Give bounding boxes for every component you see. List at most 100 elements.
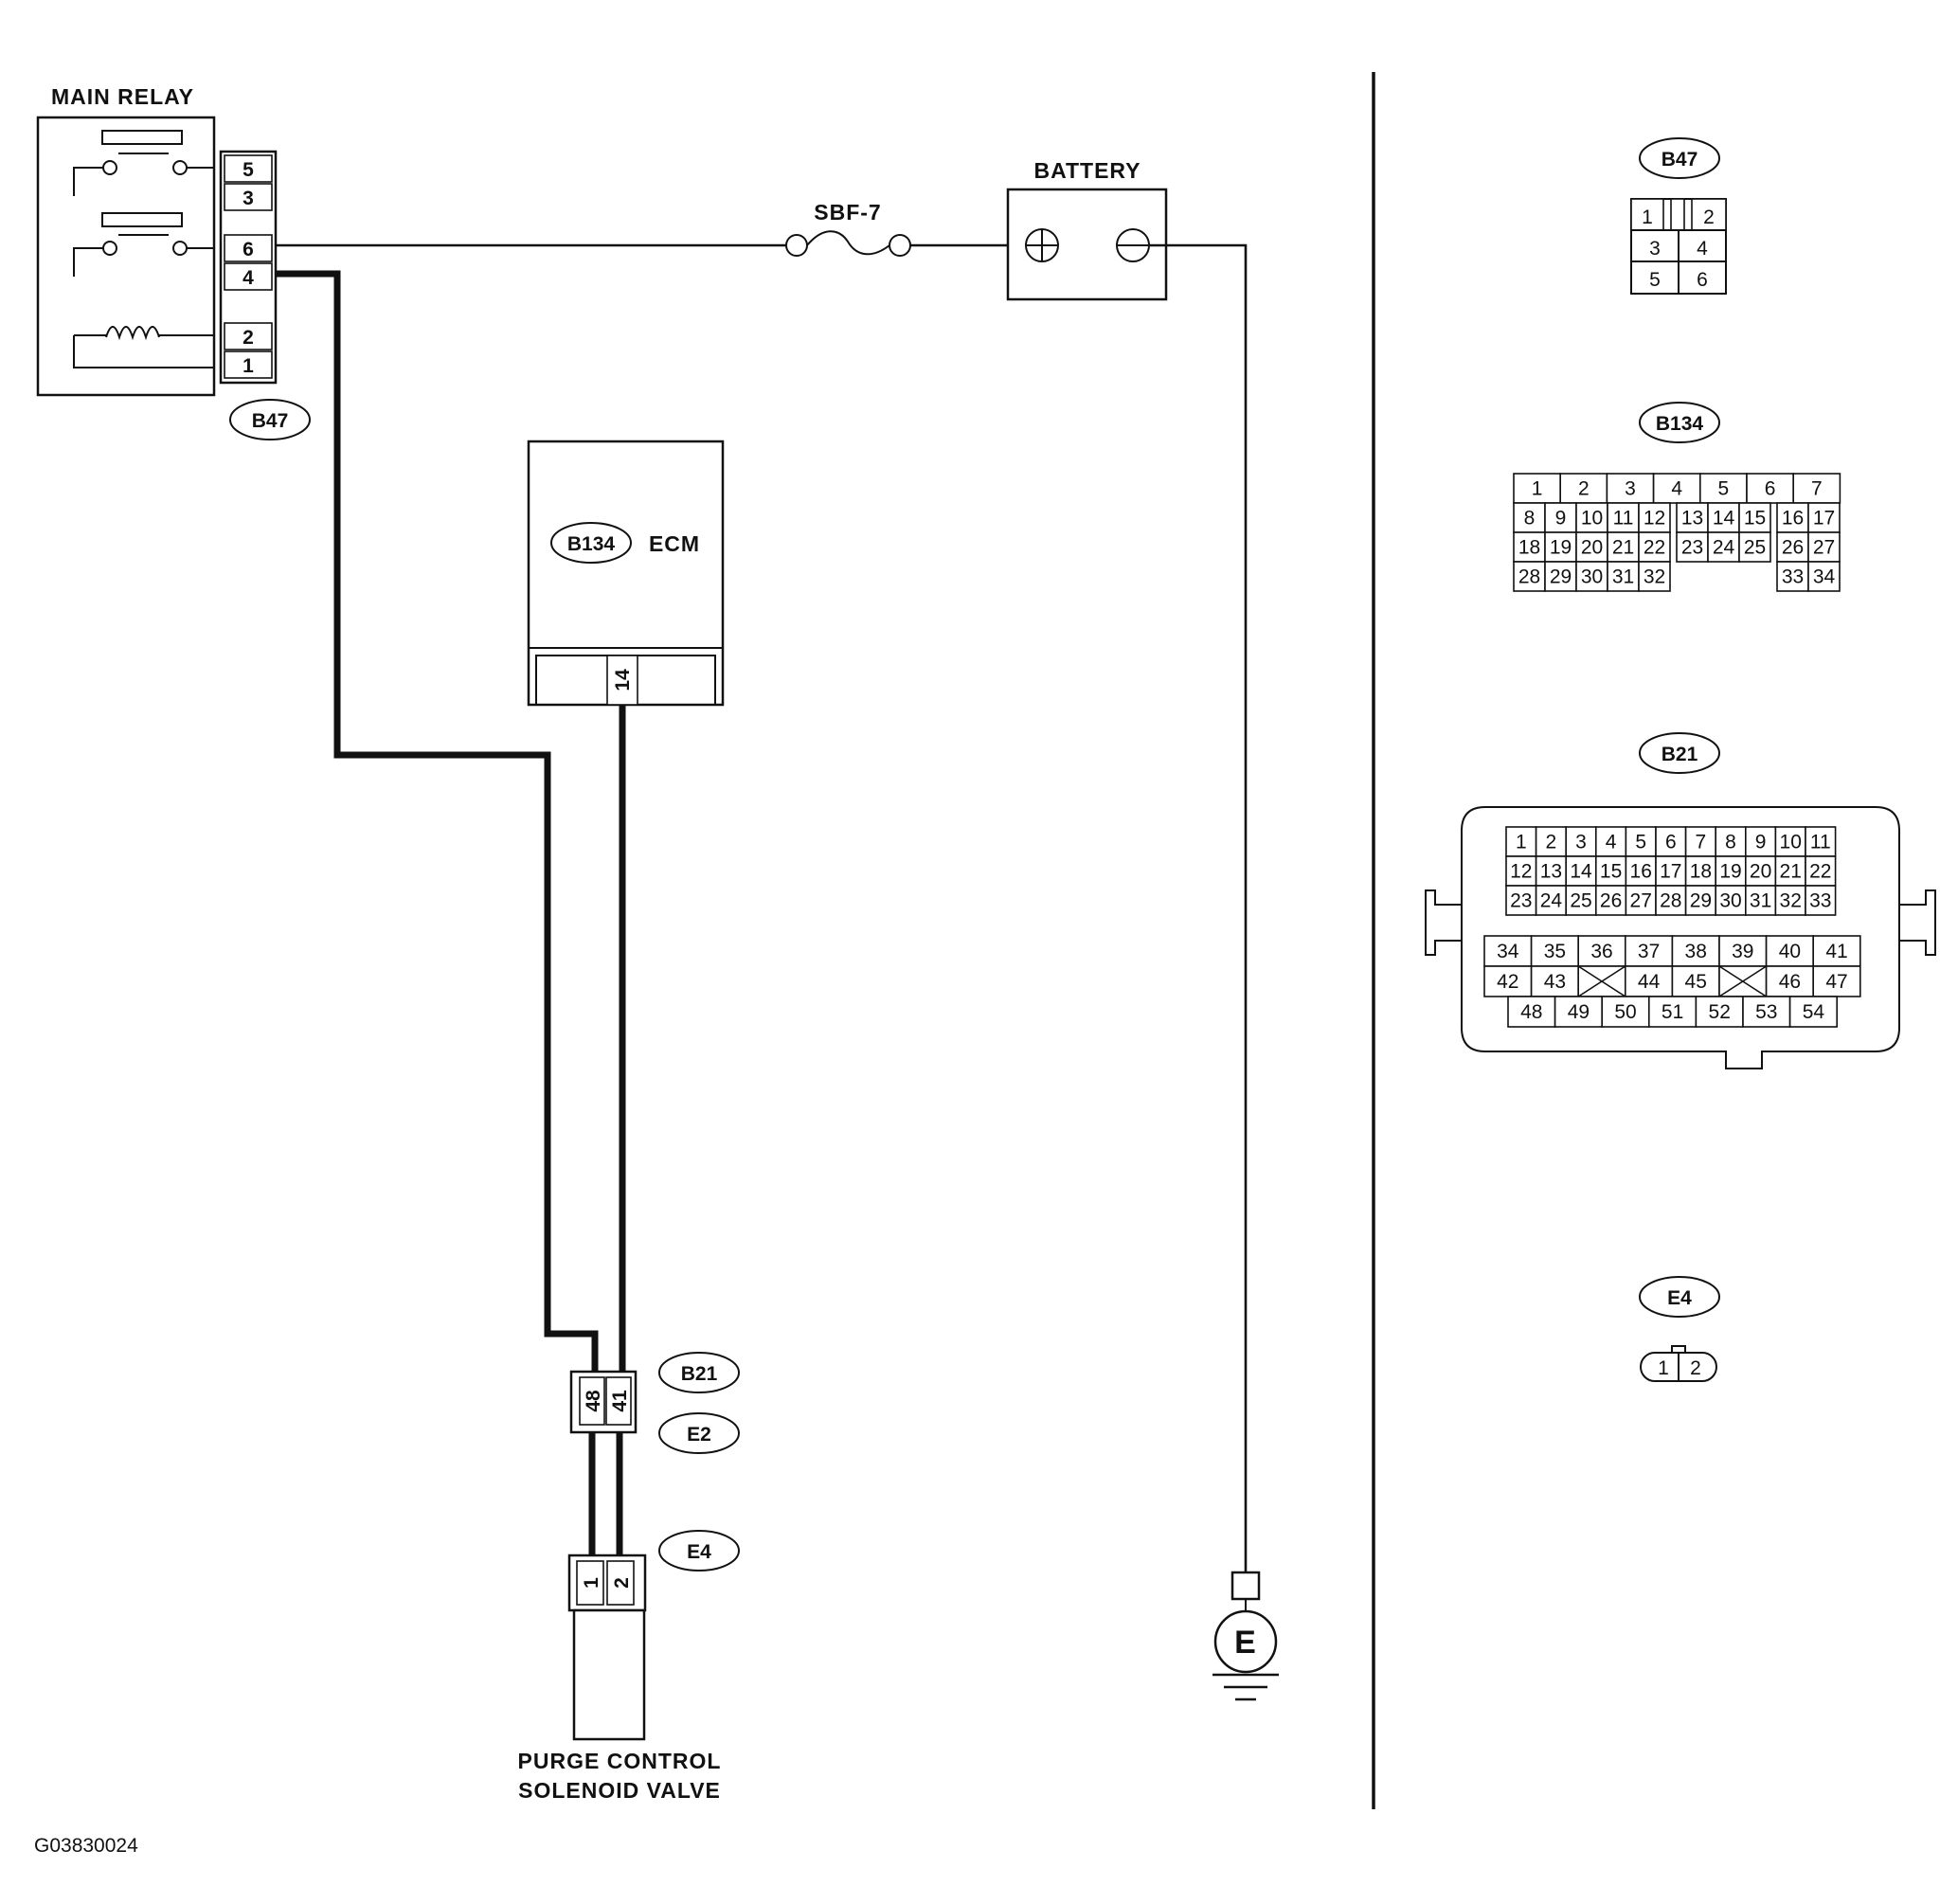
b21-face-pin: 9: [1755, 832, 1767, 853]
e4-pin-1: 1: [581, 1577, 602, 1589]
b21-face-pin: 21: [1780, 861, 1802, 883]
b21-face-pin: 35: [1544, 941, 1566, 962]
b134-face-pin: 18: [1518, 537, 1540, 559]
b47-tag: [229, 399, 311, 440]
b21-face-pin: 44: [1638, 971, 1661, 993]
b21-pin-41: 41: [609, 1390, 631, 1412]
b21-face-cell: [1625, 885, 1657, 916]
b21-face-cell: [1565, 885, 1597, 916]
b134-face-cell: [1776, 561, 1809, 592]
b134-face-pin: 23: [1681, 537, 1703, 559]
e4-pin-2: 2: [611, 1577, 633, 1589]
b21-face-cell: [1671, 935, 1720, 967]
b21-face-pin: 18: [1690, 861, 1712, 883]
ecm-label: ECM: [649, 531, 700, 556]
b21-face-pin: 46: [1779, 971, 1801, 993]
b21-face-pin: 38: [1685, 941, 1707, 962]
b21-face-pin: 28: [1660, 890, 1681, 912]
b21-face-tag: [1639, 732, 1720, 774]
b134-face-cell: [1807, 531, 1841, 563]
b21-face-cell: [1554, 996, 1603, 1028]
b134-face-cell: [1544, 531, 1577, 563]
b21-face-cell: [1742, 996, 1791, 1028]
b21-face-pin: 17: [1660, 861, 1681, 883]
b21-face-pin: 53: [1755, 1001, 1777, 1023]
b21-face-pin: 13: [1540, 861, 1562, 883]
b21-face-pin: 45: [1685, 971, 1707, 993]
b21-face-cell: [1715, 826, 1747, 857]
b47-face-pin: 5: [1649, 269, 1661, 291]
b21-face-pin: 40: [1779, 941, 1801, 962]
b134-face-pin: 17: [1813, 508, 1835, 530]
b134-face-pin: 29: [1550, 566, 1572, 588]
solenoid-label-line1: PURGE CONTROL: [518, 1749, 722, 1773]
e4-face-tag: [1639, 1276, 1720, 1318]
b134-face-pin: 15: [1744, 508, 1766, 530]
b134-face-tag: [1639, 402, 1720, 443]
b134-face-pin: 3: [1625, 478, 1636, 500]
b21-face-pin: 16: [1630, 861, 1652, 883]
b47-face-pin: 1: [1642, 207, 1653, 228]
b21-face-housing: [1425, 806, 1936, 1069]
b134-face-pin: 11: [1613, 508, 1634, 530]
e2-tag-label: E2: [687, 1424, 711, 1446]
fuse-sbf-7: [785, 230, 911, 257]
b134-face-pin: 19: [1550, 537, 1572, 559]
b21-face-pin: 39: [1732, 941, 1753, 962]
b134-face-pin: 28: [1518, 566, 1540, 588]
b47-tag-label: B47: [252, 410, 289, 432]
b134-face-pin: 2: [1578, 478, 1590, 500]
b21-face-pin: 22: [1809, 861, 1831, 883]
ecm-pin-14: 14: [612, 669, 634, 692]
b47-face: [1630, 198, 1727, 295]
b134-face-pin: 1: [1532, 478, 1543, 500]
b21-face-cell: [1745, 885, 1777, 916]
b21-face-pin: 42: [1497, 971, 1518, 993]
b21-face-pin: 10: [1780, 832, 1802, 853]
b21-face-pin: 51: [1662, 1001, 1683, 1023]
b21-face-cell: [1805, 826, 1837, 857]
b21-face-pin: 27: [1630, 890, 1652, 912]
b134-face-pin: 26: [1782, 537, 1804, 559]
b134-face-cell: [1559, 473, 1608, 504]
e4-face-pin: 2: [1690, 1357, 1701, 1379]
b134-face-cell: [1746, 473, 1795, 504]
purge-control-solenoid-valve: [567, 1554, 647, 1741]
b21-face-pin: 6: [1665, 832, 1677, 853]
wire-relay-pin4-to-b21-48: [276, 270, 599, 1375]
b21-face-pin: 34: [1497, 941, 1519, 962]
relay-pin-3: 3: [243, 188, 254, 209]
b134-face-cell: [1738, 531, 1771, 563]
relay-terminal-strip: 5 3 6 4 2 1: [219, 150, 278, 385]
b21-face-cell: [1530, 965, 1579, 997]
b134-face-pin: 12: [1644, 508, 1665, 530]
b21-face-cell: [1715, 855, 1747, 887]
ground-label: E: [1234, 1625, 1257, 1661]
b21-face-cell: [1505, 885, 1537, 916]
b21-face-pin: 2: [1546, 832, 1557, 853]
b21-face-cell: [1684, 826, 1716, 857]
b21-face-pin: 4: [1606, 832, 1617, 853]
e4-face: [1640, 1345, 1717, 1382]
b21-face-cell: [1788, 996, 1838, 1028]
b21-e2-connector: [569, 1370, 638, 1434]
b21-face-pin: 36: [1590, 941, 1612, 962]
b134-tag: [550, 522, 632, 564]
b134-face-cell: [1638, 561, 1671, 592]
e2-tag: [658, 1412, 740, 1454]
b134-face-pin: 33: [1782, 566, 1804, 588]
b21-face-cell: [1715, 885, 1747, 916]
figure-id: G03830024: [34, 1835, 138, 1857]
wire-battery-to-ground: [1149, 243, 1248, 1574]
b21-face-cell: [1805, 885, 1837, 916]
b21-face-cell: [1601, 996, 1650, 1028]
b21-face-pin: 8: [1725, 832, 1736, 853]
b134-tag-label: B134: [567, 533, 616, 555]
b134-face-pin: 34: [1813, 566, 1836, 588]
b47-face-pin: 4: [1697, 238, 1708, 260]
b21-face-cell: [1625, 965, 1674, 997]
relay-pin-2: 2: [243, 327, 254, 349]
b21-face-pin: 12: [1510, 861, 1532, 883]
